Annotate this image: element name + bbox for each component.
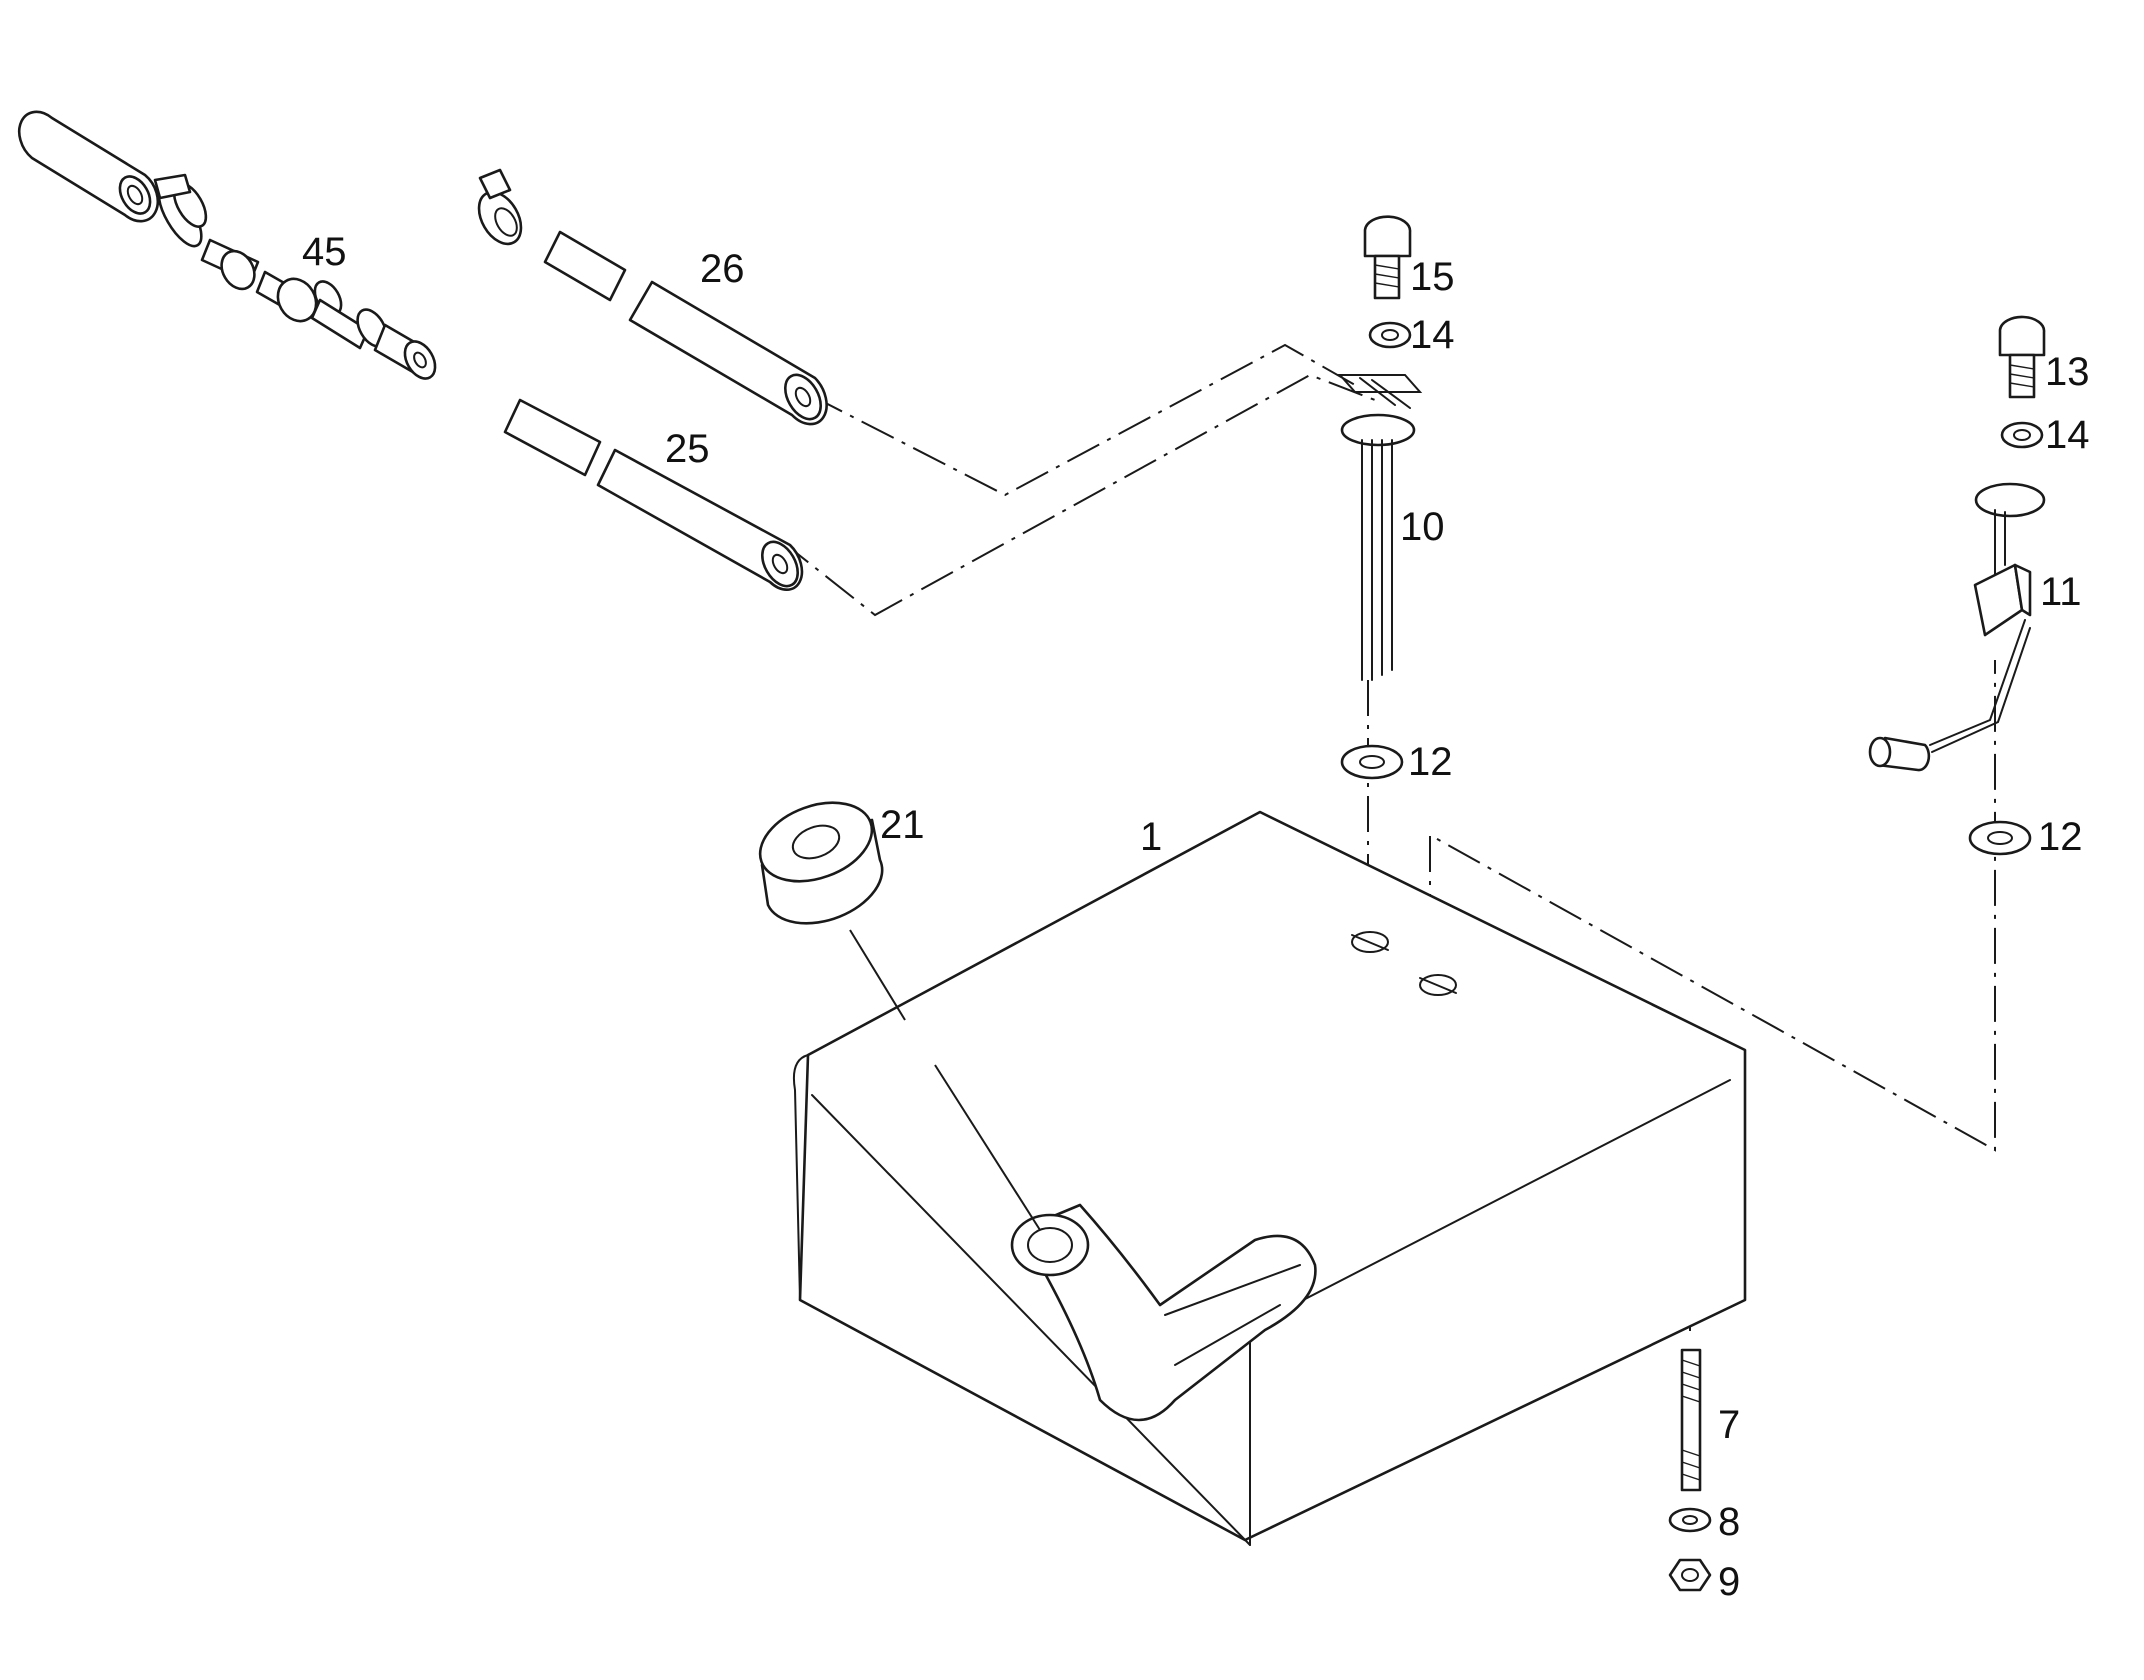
part-26-hose xyxy=(477,168,828,426)
part-21-filler-cap xyxy=(758,801,906,1021)
part-12-gasket-left xyxy=(1340,744,1404,780)
assembly-line-hose-26 xyxy=(809,343,1356,497)
callout-11: 11 xyxy=(2040,570,2082,614)
callout-10: 10 xyxy=(1400,505,1445,549)
callout-7: 7 xyxy=(1718,1403,1740,1447)
tank-mounting-hole-1 xyxy=(1351,931,1389,953)
callout-8: 8 xyxy=(1718,1500,1740,1544)
part-11-level-sender xyxy=(1868,482,2046,772)
callout-21: 21 xyxy=(880,803,925,847)
part-1-fuel-tank xyxy=(792,810,1747,1546)
callout-14-right: 14 xyxy=(2045,413,2090,457)
part-8-washer xyxy=(1668,1507,1712,1533)
part-25-hose xyxy=(503,398,804,592)
part-14-lock-washer-right xyxy=(2000,421,2044,449)
tank-filler-neck xyxy=(934,1064,1317,1422)
part-7-stud xyxy=(1680,1348,1702,1492)
callout-15: 15 xyxy=(1410,255,1455,299)
callout-labels: 45 26 25 15 14 10 12 13 14 11 12 21 1 7 … xyxy=(302,230,2090,1604)
callout-12-left: 12 xyxy=(1408,740,1453,784)
callout-25: 25 xyxy=(665,427,710,471)
tank-mounting-hole-2 xyxy=(1419,974,1457,996)
part-13-bolt xyxy=(1998,315,2046,399)
part-14-lock-washer-left xyxy=(1368,321,1412,349)
part-15-bolt xyxy=(1363,215,1412,300)
callout-26: 26 xyxy=(700,247,745,291)
part-12-gasket-right xyxy=(1968,820,2032,856)
part-10-fuel-sender xyxy=(1337,374,1423,681)
callout-13: 13 xyxy=(2045,350,2090,394)
callout-45: 45 xyxy=(302,230,347,274)
callout-1: 1 xyxy=(1140,815,1162,859)
callout-14-left: 14 xyxy=(1410,313,1455,357)
callout-9: 9 xyxy=(1718,1560,1740,1604)
assembly-line-hose-25 xyxy=(779,373,1376,617)
part-45-connector-assembly xyxy=(17,110,437,380)
callout-12-right: 12 xyxy=(2038,815,2083,859)
part-9-nut xyxy=(1668,1558,1712,1592)
assembly-line-sender-11 xyxy=(1429,660,1996,1152)
